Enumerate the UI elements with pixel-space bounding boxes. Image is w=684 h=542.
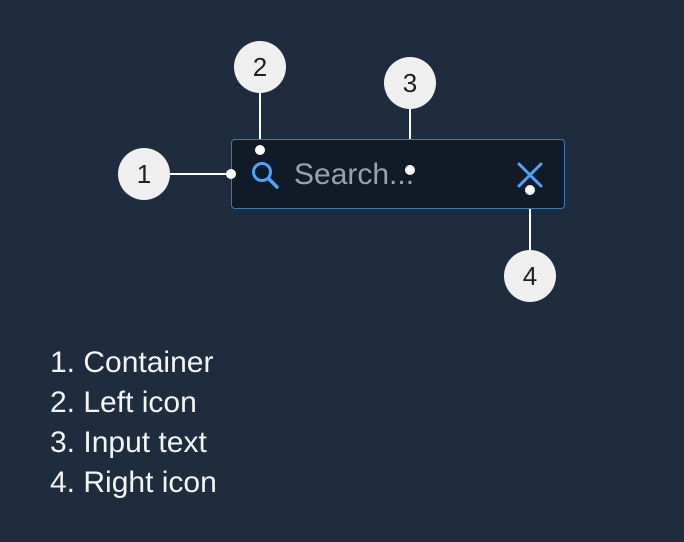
legend-label: Container [83, 346, 214, 379]
close-icon[interactable] [515, 160, 545, 190]
callout-marker-4: 4 [504, 250, 556, 302]
legend-item-right-icon: 4. Right icon [50, 463, 217, 503]
callout-marker-1: 1 [118, 148, 170, 200]
legend-number: 2. [50, 386, 76, 419]
search-field-container[interactable]: Search... [231, 139, 565, 209]
legend-item-left-icon: 2. Left icon [50, 383, 217, 423]
legend-number: 4. [50, 466, 76, 499]
callout-marker-3: 3 [384, 57, 436, 109]
legend-label: Right icon [83, 466, 217, 499]
anchor-dot-2 [255, 145, 265, 155]
anchor-dot-3 [405, 165, 415, 175]
legend-item-input-text: 3. Input text [50, 423, 217, 463]
legend-label: Input text [83, 426, 207, 459]
callout-marker-2: 2 [234, 41, 286, 93]
legend-label: Left icon [83, 386, 197, 419]
legend-number: 1. [50, 346, 76, 379]
legend-item-container: 1. Container [50, 343, 217, 383]
legend-list: 1. Container 2. Left icon 3. Input text … [50, 343, 217, 503]
search-input-placeholder[interactable]: Search... [294, 158, 415, 191]
legend-number: 3. [50, 426, 76, 459]
search-icon [252, 162, 279, 189]
anchor-dot-1 [226, 169, 236, 179]
anchor-dot-4 [525, 185, 535, 195]
